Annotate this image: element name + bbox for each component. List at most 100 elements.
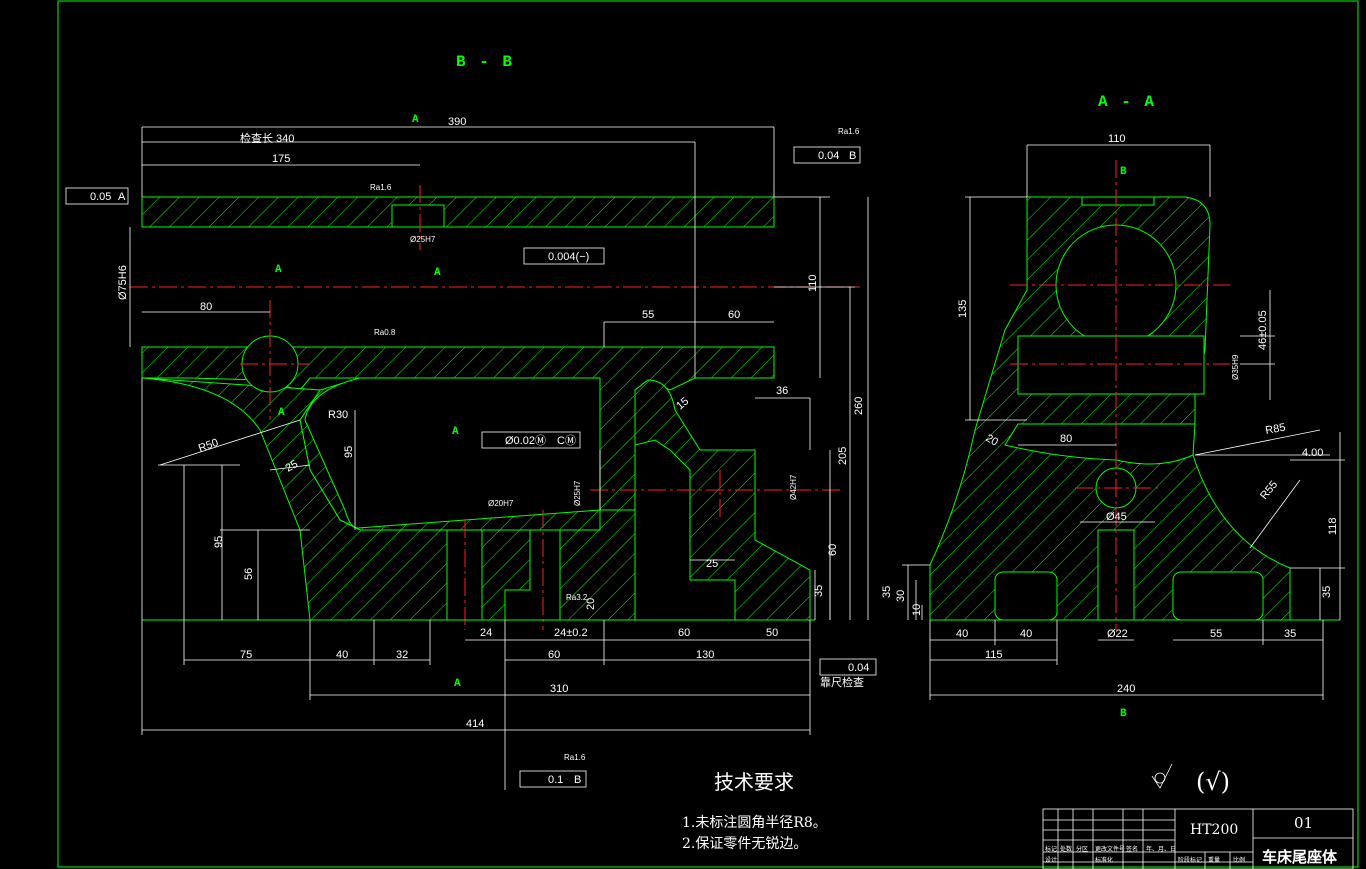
aa-dim-40b: 40 xyxy=(1020,628,1032,640)
aa-cut-label-b-bottom: B xyxy=(1120,708,1129,720)
dim-25-bottom: 25 xyxy=(706,558,718,570)
roughness-label-3: Ra3.2 xyxy=(566,593,588,602)
dim-25: 25 xyxy=(284,458,301,475)
tech-note-2: 2.保证零件无锐边。 xyxy=(682,836,808,852)
aa-dim-240: 240 xyxy=(1117,683,1135,695)
aa-dim-35-right: 35 xyxy=(1321,586,1333,598)
drawing-frame xyxy=(57,0,1359,868)
tb-cell-weight: 重量 xyxy=(1208,857,1221,864)
aa-dim-80: 80 xyxy=(1060,433,1072,445)
aa-section-view: 110 135 46±0.05 Ø35H9 80 20 R85 4.00 R55… xyxy=(881,133,1345,720)
tol-parallel-value: 0.05 xyxy=(90,191,111,203)
general-roughness-symbol xyxy=(1151,763,1173,789)
tol-perp-top-frame xyxy=(793,146,861,164)
dim-80: 80 xyxy=(200,301,212,313)
cut-label-a-left: A xyxy=(275,264,284,276)
dim-260: 260 xyxy=(853,397,865,415)
tol-flat-frame xyxy=(819,658,877,676)
dim-55: 55 xyxy=(642,309,654,321)
aa-dim-20: 20 xyxy=(984,432,1001,449)
aa-dim-r55: R55 xyxy=(1258,479,1280,502)
aa-dim-r85: R85 xyxy=(1264,422,1286,437)
tb-cell-count: 处数 xyxy=(1060,846,1073,853)
tb-cell-change: 更改文件号 xyxy=(1095,846,1126,853)
dim-24-tol: 24±0.2 xyxy=(554,627,588,639)
aa-dim-135: 135 xyxy=(957,300,969,318)
dim-phi20: Ø20H7 xyxy=(488,499,514,508)
dim-24: 24 xyxy=(480,627,492,639)
aa-cut-label-b-top: B xyxy=(1120,166,1129,178)
drawing-number: 01 xyxy=(1294,814,1314,832)
aa-dim-46: 46±0.05 xyxy=(1257,310,1269,350)
dim-phi25: Ø25H7 xyxy=(410,235,436,244)
dim-15: 15 xyxy=(674,395,691,412)
dim-340: 检查长 340 xyxy=(240,131,294,145)
tol-perp-bot-ref: B xyxy=(574,774,581,786)
dim-56: 56 xyxy=(243,568,255,580)
dim-95-left: 95 xyxy=(213,536,225,548)
aa-dim-30: 30 xyxy=(895,590,907,602)
dim-75: 75 xyxy=(240,649,252,661)
dim-310: 310 xyxy=(550,683,568,695)
tol-conc-frame xyxy=(481,431,581,449)
tech-requirements-title: 技术要求 xyxy=(714,770,794,794)
tb-cell-zone: 分区 xyxy=(1076,846,1089,853)
dim-175: 175 xyxy=(272,153,290,165)
aa-dim-40a: 40 xyxy=(956,628,968,640)
tol-perp-top-ref: B xyxy=(849,150,856,162)
ruler-check-note: 靠尺检查 xyxy=(820,675,864,689)
dim-35: 35 xyxy=(813,585,825,597)
tb-cell-mark: 标记 xyxy=(1045,846,1058,853)
section-title-bb: B - B xyxy=(456,53,514,71)
aa-dim-110: 110 xyxy=(1108,133,1126,145)
roughness-label-5: Ra1.6 xyxy=(564,753,586,762)
tol-perp-top-value: 0.04 xyxy=(818,150,839,162)
dim-phi25b: Ø25H7 xyxy=(573,480,582,506)
tol-parallel-ref: A xyxy=(118,191,126,203)
cut-label-a-top: A xyxy=(412,114,421,126)
tol-conc-value: Ø0.02Ⓜ xyxy=(505,434,546,447)
aa-dim-phi22: Ø22 xyxy=(1107,628,1128,640)
aa-dim-phi35: Ø35H9 xyxy=(1231,354,1240,380)
dim-205: 205 xyxy=(837,447,849,465)
dim-95-inner: 95 xyxy=(343,446,355,458)
cut-label-a-left-low: A xyxy=(278,407,287,419)
tol-flat-value: 0.04 xyxy=(848,662,869,674)
section-title-aa: A - A xyxy=(1098,93,1156,111)
title-block xyxy=(1042,808,1354,869)
dim-phi75: Ø75H6 xyxy=(117,265,129,300)
dim-36: 36 xyxy=(776,385,788,397)
tol-parallel-frame xyxy=(65,187,129,205)
aa-dim-phi45: Ø45 xyxy=(1106,511,1127,523)
dim-130: 130 xyxy=(696,649,714,661)
tol-cyl-value: 0.004(−) xyxy=(548,251,589,263)
dim-414: 414 xyxy=(466,718,484,730)
tol-perp-bot-value: 0.1 xyxy=(548,774,563,786)
aa-dim-55: 55 xyxy=(1210,628,1222,640)
tb-cell-standard: 标准化 xyxy=(1095,857,1114,864)
dim-60-right: 60 xyxy=(827,544,839,556)
tech-note-1: 1.未标注圆角半径R8。 xyxy=(682,815,827,831)
cut-label-a-mid: A xyxy=(434,267,443,279)
roughness-other: (√) xyxy=(1196,768,1230,796)
tb-cell-stage: 阶段标记 xyxy=(1178,857,1203,864)
tb-cell-date: 年、月、日 xyxy=(1146,846,1177,853)
aa-dim-10: 10 xyxy=(911,604,923,616)
part-name: 车床尾座体 xyxy=(1262,848,1338,866)
cut-label-a-bottom: A xyxy=(454,678,463,690)
dim-phi42: Ø42H7 xyxy=(789,474,798,500)
dim-r50: R50 xyxy=(197,437,220,455)
dim-110: 110 xyxy=(807,274,819,292)
aa-dim-118: 118 xyxy=(1327,517,1339,535)
aa-dim-400: 4.00 xyxy=(1302,447,1323,459)
tol-conc-ref: CⓂ xyxy=(557,434,576,447)
tol-perp-bot-frame xyxy=(519,770,587,788)
dim-20: 20 xyxy=(585,598,597,610)
aa-dim-35-bottom: 35 xyxy=(1284,628,1296,640)
aa-dim-35-left: 35 xyxy=(881,586,893,598)
dim-32: 32 xyxy=(396,649,408,661)
roughness-label-4: Ra0.8 xyxy=(374,328,396,337)
dim-60-bottom: 60 xyxy=(548,649,560,661)
aa-dim-115: 115 xyxy=(985,649,1003,661)
